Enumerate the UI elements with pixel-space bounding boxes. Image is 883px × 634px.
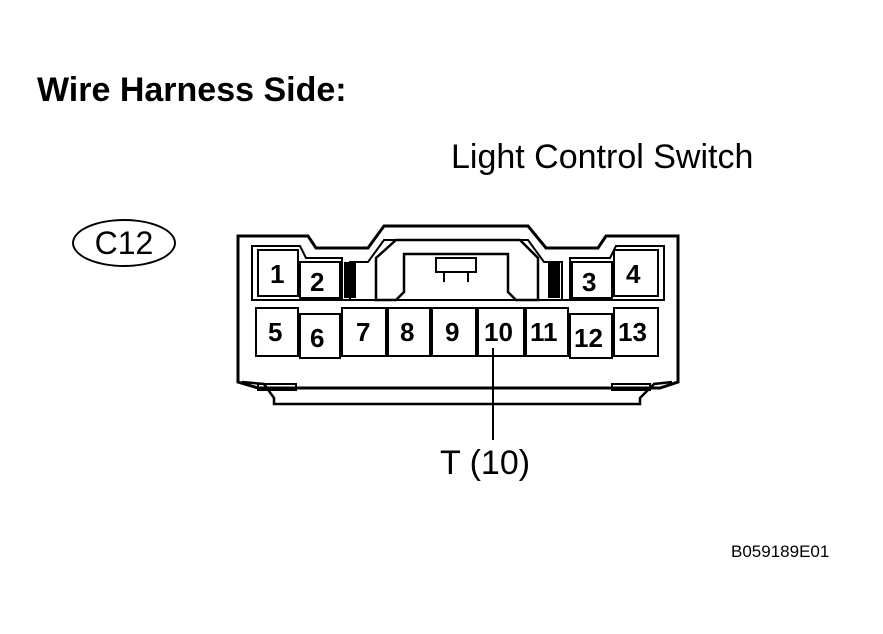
pin-number-7: 7 — [356, 317, 370, 347]
connector-housing-outline — [236, 224, 680, 390]
pin-cell-10 — [477, 307, 525, 357]
figure-id: B059189E01 — [731, 542, 830, 561]
pin-cell-8 — [387, 307, 431, 357]
connector-lock-key — [374, 238, 540, 302]
pin-cell-7 — [341, 307, 387, 357]
pin-number-4: 4 — [626, 259, 641, 289]
pin-number-10: 10 — [484, 317, 513, 347]
pin-number-2: 2 — [310, 267, 324, 297]
pin-number-1: 1 — [270, 259, 284, 289]
terminal-callout: T (10) — [440, 444, 531, 482]
component-name: Light Control Switch — [451, 138, 754, 176]
pin-cell-5 — [255, 307, 299, 357]
pin-cell-3 — [571, 261, 613, 299]
pin-number-13: 13 — [618, 317, 647, 347]
connector-shade-right — [548, 262, 560, 298]
pin-cell-11 — [525, 307, 569, 357]
connector-bottom-tab-left — [257, 383, 297, 391]
connector-shade-left — [344, 262, 356, 298]
connector-bottom-tab-right — [611, 383, 651, 391]
pin-number-8: 8 — [400, 317, 414, 347]
pin-cell-9 — [431, 307, 477, 357]
pin-number-5: 5 — [268, 317, 282, 347]
connector-inner-outline — [251, 239, 665, 301]
pin-number-3: 3 — [582, 267, 596, 297]
page-heading: Wire Harness Side: — [37, 71, 347, 109]
connector-code-badge: C12 — [72, 219, 176, 267]
pin-cell-13 — [613, 307, 659, 357]
pin-number-9: 9 — [445, 317, 459, 347]
connector-bottom-lip — [241, 380, 673, 406]
pin-cell-1 — [257, 249, 299, 297]
pin-cell-6 — [299, 313, 341, 359]
connector-lock-latch — [435, 257, 477, 273]
connector-code: C12 — [94, 225, 154, 261]
pin-cell-2 — [299, 261, 341, 299]
pin-cell-4 — [613, 249, 659, 297]
pin-number-12: 12 — [574, 323, 603, 353]
pin-number-11: 11 — [530, 317, 558, 347]
pin-number-6: 6 — [310, 323, 324, 353]
pin-cell-12 — [569, 313, 613, 359]
